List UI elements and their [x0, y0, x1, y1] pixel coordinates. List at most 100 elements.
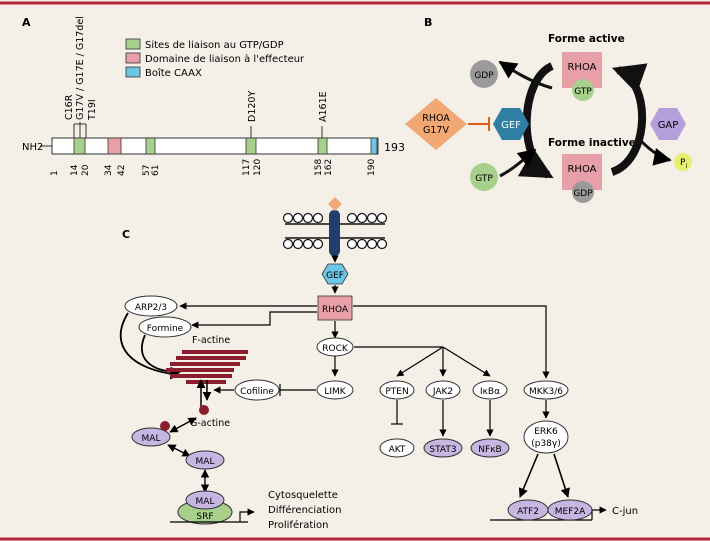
- gdp-release-arrow: [498, 60, 553, 90]
- position-42: 42: [117, 165, 127, 176]
- pi-release-arrow: [638, 138, 672, 166]
- gdp-bound: [572, 181, 594, 203]
- gactine-label: G-actine: [190, 418, 230, 429]
- gtp-free-label: GTP: [475, 174, 493, 184]
- mal-label-3: MAL: [196, 497, 215, 507]
- legend-effector-label: Domaine de liaison à l'effecteur: [145, 53, 305, 65]
- domain-gtp-14-20: [73, 137, 86, 155]
- activation-arrow: [517, 62, 555, 179]
- gap-label: GAP: [658, 120, 679, 131]
- position-1: 1: [50, 170, 60, 176]
- nh2-label: NH2: [22, 142, 43, 153]
- erk6-label-line1: ERK6: [534, 427, 558, 437]
- rhoa-node: [317, 295, 353, 321]
- receptor: [329, 210, 340, 256]
- gdp-free-label: GDP: [474, 71, 494, 81]
- rhoa-g17v-diamond: [405, 98, 467, 150]
- formine-to-factine-arrow: [141, 334, 182, 378]
- domain-effector-34-42: [107, 137, 122, 155]
- mutation-g17: G17V / G17E / G17del: [75, 16, 86, 120]
- pi-circle: [674, 153, 692, 171]
- outcome-cytosquelette: Cytosquelette: [268, 490, 338, 501]
- akt-label: AKT: [389, 445, 406, 455]
- mal-bound-actin: [160, 421, 170, 431]
- gef-node: [321, 263, 349, 285]
- gef-label: GEF: [501, 120, 521, 131]
- formine-node: [138, 316, 192, 338]
- position-34: 34: [104, 164, 114, 176]
- nfkb-node: [470, 438, 510, 458]
- factine-filaments: [166, 350, 248, 384]
- position-120: 120: [253, 159, 263, 176]
- arp23-node: [124, 295, 178, 317]
- mal-label-2: MAL: [196, 457, 215, 467]
- protein-bar: [51, 137, 379, 155]
- nfkb-label: NFκB: [478, 445, 501, 455]
- mal-node-3: [185, 490, 225, 510]
- gtp-free: [470, 163, 498, 191]
- legend-swatch-effector: [125, 52, 141, 64]
- mal-node-2: [185, 450, 225, 470]
- position-61: 61: [151, 165, 161, 176]
- inactivation-arrow: [610, 63, 648, 176]
- cofiline-node: [234, 379, 280, 401]
- gef-hexagon: [493, 108, 529, 140]
- domain-gtp-158-162: [317, 137, 328, 155]
- active-title: Forme active: [548, 33, 625, 45]
- panel-b-label: B: [424, 16, 432, 29]
- arp23-label: ARP2/3: [135, 303, 167, 313]
- mal-gactine-exchange: [169, 417, 197, 433]
- gef-node-label: GEF: [326, 271, 344, 281]
- rock-to-pten-arrow: [396, 346, 444, 377]
- mutation-t19i: T19I: [87, 99, 98, 121]
- rhoa-g17v-line2: G17V: [423, 125, 449, 136]
- atf2-label: ATF2: [517, 507, 539, 517]
- outcome-proliferation: Prolifération: [268, 519, 329, 531]
- legend-swatch-gtp: [125, 38, 141, 50]
- position-162: 162: [324, 159, 334, 176]
- mkk36-node: [523, 380, 569, 400]
- formine-label: Formine: [147, 324, 184, 334]
- pi-label: Pi: [680, 158, 687, 170]
- gtp-bound: [572, 79, 594, 101]
- tss-arrow-right: [591, 506, 607, 520]
- mutation-a161e: A161E: [318, 91, 329, 122]
- rhoa-active-label: RHOA: [567, 62, 596, 73]
- position-158: 158: [314, 159, 324, 176]
- panel-c-label: C: [122, 228, 130, 241]
- position-20: 20: [81, 164, 91, 176]
- gactine-monomer: [199, 405, 209, 415]
- stat3-label: STAT3: [429, 445, 456, 455]
- mkk36-label: MKK3/6: [529, 387, 563, 397]
- cofiline-label: Cofiline: [240, 387, 274, 397]
- mal-node-1: [131, 427, 171, 447]
- rock-to-ikba-arrow: [442, 346, 491, 377]
- domain-gtp-117-120: [245, 137, 257, 155]
- gdp-free: [470, 60, 498, 88]
- mef2a-node: [547, 499, 593, 521]
- length-label: 193: [384, 141, 405, 154]
- erk6-label-line2: (p38γ): [531, 439, 561, 449]
- limk-node: [316, 380, 354, 400]
- rhoa-to-formine-arrow: [191, 311, 317, 329]
- rhoa-g17v-line1: RHOA: [422, 113, 450, 124]
- rhoa-inactive-label: RHOA: [567, 164, 596, 175]
- ikba-label: IκBα: [480, 387, 500, 397]
- jak2-node: [425, 380, 461, 400]
- position-190: 190: [367, 159, 377, 176]
- erk6-to-atf2-arrow: [518, 453, 539, 498]
- outcome-differenciation: Différenciation: [268, 504, 341, 516]
- gtp-bound-label: GTP: [574, 87, 592, 97]
- limk-label: LIMK: [324, 387, 346, 397]
- legend-caax-label: Boîte CAAX: [145, 67, 202, 79]
- erk6-to-mef2a-arrow: [553, 453, 570, 498]
- stat3-node: [423, 438, 463, 458]
- mef2a-label: MEF2A: [555, 507, 586, 517]
- cjun-label: C-jun: [612, 506, 638, 517]
- domain-gtp-57-61: [145, 137, 156, 155]
- mal-label-1: MAL: [142, 434, 161, 444]
- rhoa-node-label: RHOA: [322, 305, 349, 315]
- ligand: [328, 197, 342, 211]
- position-57: 57: [142, 165, 152, 176]
